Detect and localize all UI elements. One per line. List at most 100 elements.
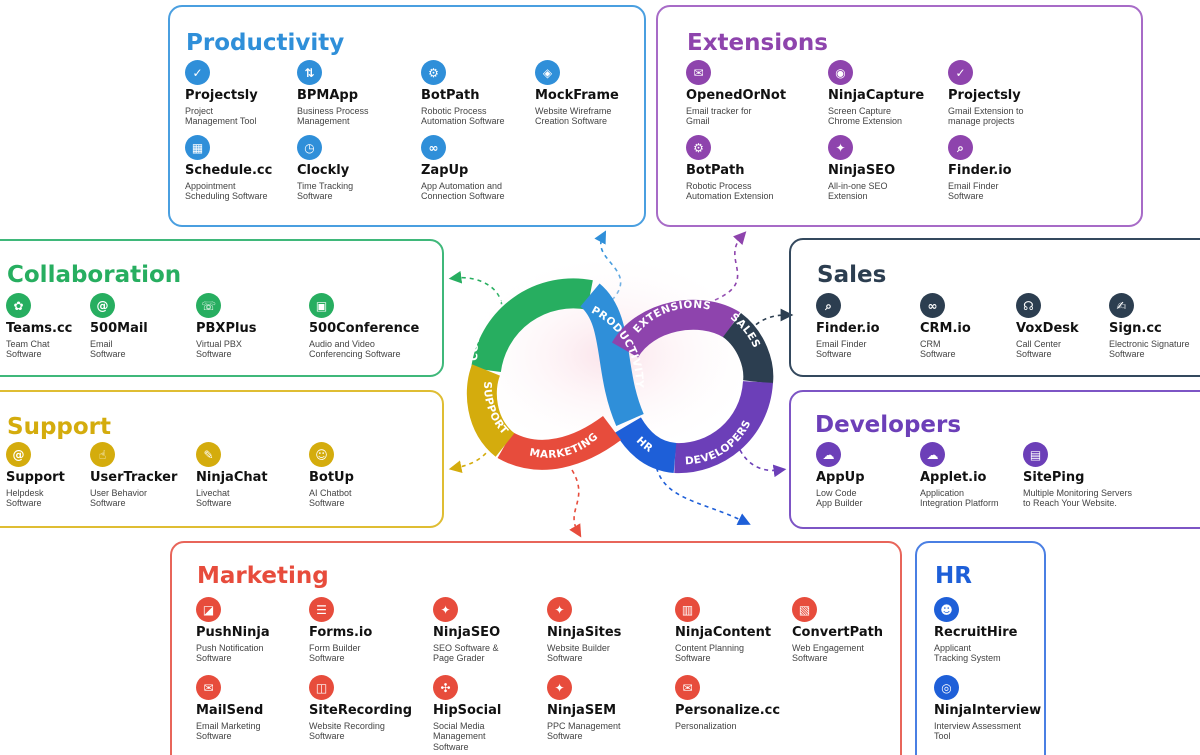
- collaboration-panel: Collaboration: [0, 239, 444, 377]
- mail-open-icon: ✉: [686, 60, 711, 85]
- mail-send-icon: ✉: [675, 675, 700, 700]
- mail-icon: ✉: [196, 675, 221, 700]
- ninja-icon: ✦: [547, 675, 572, 700]
- wheel-segment-extensions: [611, 299, 740, 359]
- calendar-icon: ▦: [185, 135, 210, 160]
- category-title: Support: [7, 414, 112, 440]
- wheel-segment-marketing: [497, 415, 621, 470]
- checkbox-icon: ✓: [948, 60, 973, 85]
- clock-icon: ◷: [297, 135, 322, 160]
- interview-icon: ◎: [934, 675, 959, 700]
- hr-panel: HR: [915, 541, 1046, 755]
- person-icon: ☻: [934, 597, 959, 622]
- signature-icon: ✍: [1109, 293, 1134, 318]
- bell-icon: ◪: [196, 597, 221, 622]
- form-icon: ☰: [309, 597, 334, 622]
- record-icon: ◫: [309, 675, 334, 700]
- video-icon: ▣: [309, 293, 334, 318]
- share-icon: ✣: [433, 675, 458, 700]
- path-icon: ▧: [792, 597, 817, 622]
- category-title: Sales: [817, 262, 887, 288]
- monitor-icon: ▤: [1023, 442, 1048, 467]
- cloud-icon: ☁: [816, 442, 841, 467]
- workflow-icon: ⇅: [297, 60, 322, 85]
- link-icon: ∞: [421, 135, 446, 160]
- bot-icon: ☺: [309, 442, 334, 467]
- wheel-segment-hr: [615, 417, 678, 473]
- robot-icon: ⚙: [686, 135, 711, 160]
- checkbox-icon: ✓: [185, 60, 210, 85]
- wheel-segment-collaboration: [471, 278, 593, 373]
- robot-icon: ⚙: [421, 60, 446, 85]
- at-icon: @: [6, 442, 31, 467]
- search-icon: ⌕: [948, 135, 973, 160]
- support-panel: Support: [0, 390, 444, 528]
- marketing-panel: Marketing: [170, 541, 902, 755]
- wireframe-icon: ◈: [535, 60, 560, 85]
- team-icon: ✿: [6, 293, 31, 318]
- infinity-wheel: COLLABORATION PRODUCTIVITY EXTENSIONS SA…: [455, 250, 774, 474]
- wheel-segment-productivity: [579, 283, 644, 427]
- ninja-icon: ✦: [433, 597, 458, 622]
- wheel-segment-developers: [674, 380, 773, 474]
- category-title: Collaboration: [7, 262, 182, 288]
- phone-icon: ☏: [196, 293, 221, 318]
- productivity-panel: Productivity: [168, 5, 646, 227]
- category-title: HR: [935, 563, 972, 589]
- extensions-panel: Extensions: [656, 5, 1143, 227]
- category-title: Developers: [815, 412, 962, 438]
- sales-panel: Sales: [789, 238, 1200, 377]
- pointer-icon: ☝: [90, 442, 115, 467]
- headset-icon: ☊: [1016, 293, 1041, 318]
- globe-icon: ✦: [547, 597, 572, 622]
- content-icon: ▥: [675, 597, 700, 622]
- category-title: Extensions: [687, 30, 828, 56]
- developers-panel: Developers: [789, 390, 1200, 529]
- at-icon: @: [90, 293, 115, 318]
- crm-icon: ∞: [920, 293, 945, 318]
- capture-icon: ◉: [828, 60, 853, 85]
- wheel-segment-support: [466, 364, 516, 457]
